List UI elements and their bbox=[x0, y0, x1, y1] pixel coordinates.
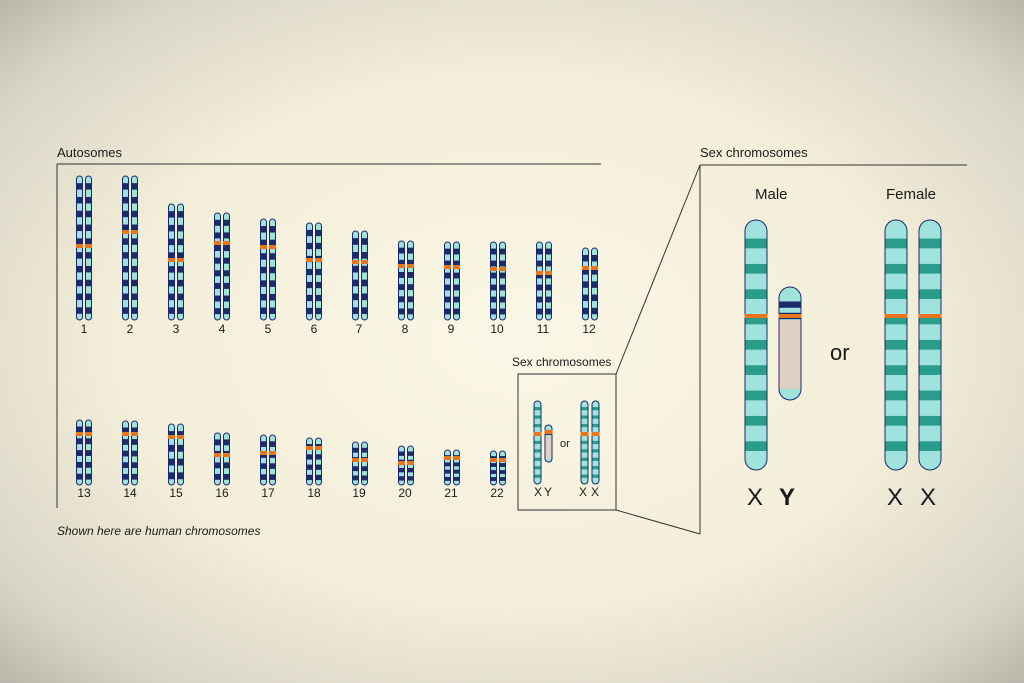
chromosome-8-a bbox=[398, 240, 405, 321]
chromosome-number-20: 20 bbox=[398, 486, 412, 500]
chromosome-12-b bbox=[591, 247, 598, 321]
chromosome-2-b bbox=[131, 175, 138, 321]
chromosome-3-b bbox=[177, 203, 184, 321]
chromosome-9-b bbox=[453, 241, 460, 321]
chromosome-12-a bbox=[582, 247, 589, 321]
chromosome-13-b bbox=[85, 419, 92, 486]
chromosome-number-14: 14 bbox=[123, 486, 137, 500]
chromosome-10-b bbox=[499, 241, 506, 321]
y-male-label: Y bbox=[779, 484, 796, 511]
chromosome-number-3: 3 bbox=[172, 322, 180, 336]
large-x-chromosome-male bbox=[744, 219, 768, 471]
large-y-chromosome-male bbox=[778, 286, 802, 401]
chromosome-1-a bbox=[76, 175, 83, 321]
chromosome-number-11: 11 bbox=[536, 322, 550, 336]
chromosome-21-b bbox=[453, 449, 460, 486]
chromosome-2-a bbox=[122, 175, 129, 321]
chromosome-number-9: 9 bbox=[447, 322, 455, 336]
zoom-line-bottom bbox=[615, 509, 701, 535]
chromosome-15-b bbox=[177, 423, 184, 486]
chromosome-17-a bbox=[260, 434, 267, 486]
chromosome-11-b bbox=[545, 241, 552, 321]
chromosome-9-a bbox=[444, 241, 451, 321]
chromosome-3-a bbox=[168, 203, 175, 321]
small-x-chromosome bbox=[533, 400, 542, 485]
chromosome-number-13: 13 bbox=[77, 486, 91, 500]
chromosome-20-b bbox=[407, 445, 414, 486]
chromosome-19-a bbox=[352, 441, 359, 486]
chromosome-22-b bbox=[499, 450, 506, 486]
chromosome-number-19: 19 bbox=[352, 486, 366, 500]
chromosome-5-b bbox=[269, 218, 276, 321]
chromosome-14-a bbox=[122, 420, 129, 486]
female-label: Female bbox=[886, 186, 937, 203]
chromosome-11-a bbox=[536, 241, 543, 321]
chromosome-4-a bbox=[214, 212, 221, 321]
chromosome-18-b bbox=[315, 437, 322, 486]
male-label: Male bbox=[755, 186, 788, 203]
zoom-line-top bbox=[615, 164, 701, 375]
sex-chromosomes-title-small: Sex chromosomes bbox=[512, 355, 612, 369]
chromosome-18-a bbox=[306, 437, 313, 486]
chromosome-number-21: 21 bbox=[444, 486, 458, 500]
chromosome-number-8: 8 bbox=[401, 322, 409, 336]
autosomes-title: Autosomes bbox=[57, 145, 123, 160]
chromosome-5-a bbox=[260, 218, 267, 321]
chromosome-7-b bbox=[361, 230, 368, 321]
small-x-chromosome-female-1 bbox=[580, 400, 589, 485]
chromosome-4-b bbox=[223, 212, 230, 321]
or-small: or bbox=[560, 438, 570, 450]
chromosome-10-a bbox=[490, 241, 497, 321]
chromosome-number-22: 22 bbox=[490, 486, 504, 500]
chromosome-1-b bbox=[85, 175, 92, 321]
chromosome-21-a bbox=[444, 449, 451, 486]
chromosome-19-b bbox=[361, 441, 368, 486]
chromosome-number-1: 1 bbox=[80, 322, 88, 336]
chromosome-15-a bbox=[168, 423, 175, 486]
chromosome-number-10: 10 bbox=[490, 322, 504, 336]
caption: Shown here are human chromosomes bbox=[57, 524, 261, 538]
small-y-chromosome bbox=[544, 424, 553, 463]
chromosome-17-b bbox=[269, 434, 276, 486]
chromosome-16-a bbox=[214, 432, 221, 486]
large-x-chromosome-female-1 bbox=[884, 219, 908, 471]
xy-small-label: XY bbox=[534, 485, 555, 499]
chromosome-14-b bbox=[131, 420, 138, 486]
chromosome-number-18: 18 bbox=[307, 486, 321, 500]
small-x-chromosome-female-2 bbox=[591, 400, 600, 485]
chromosome-16-b bbox=[223, 432, 230, 486]
sex-small-box bbox=[517, 373, 617, 511]
chromosome-22-a bbox=[490, 450, 497, 486]
chromosome-6-b bbox=[315, 222, 322, 321]
x-female-label-1: X bbox=[887, 484, 904, 511]
large-x-chromosome-female-2 bbox=[918, 219, 942, 471]
chromosome-13-a bbox=[76, 419, 83, 486]
x-female-label-2: X bbox=[920, 484, 937, 511]
chromosome-8-b bbox=[407, 240, 414, 321]
chromosome-number-6: 6 bbox=[310, 322, 318, 336]
chromosome-20-a bbox=[398, 445, 405, 486]
chromosome-6-a bbox=[306, 222, 313, 321]
chromosome-7-a bbox=[352, 230, 359, 321]
x-male-label: X bbox=[747, 484, 764, 511]
chromosome-number-4: 4 bbox=[218, 322, 226, 336]
chromosome-number-17: 17 bbox=[261, 486, 275, 500]
chromosome-number-5: 5 bbox=[264, 322, 272, 336]
chromosome-number-7: 7 bbox=[355, 322, 363, 336]
chromosome-number-15: 15 bbox=[169, 486, 183, 500]
chromosome-number-12: 12 bbox=[582, 322, 596, 336]
xx-small-label: XX bbox=[579, 485, 604, 499]
sex-chromosomes-title-large: Sex chromosomes bbox=[700, 145, 808, 160]
or-large: or bbox=[830, 340, 850, 365]
chromosome-number-16: 16 bbox=[215, 486, 229, 500]
chromosome-number-2: 2 bbox=[126, 322, 134, 336]
